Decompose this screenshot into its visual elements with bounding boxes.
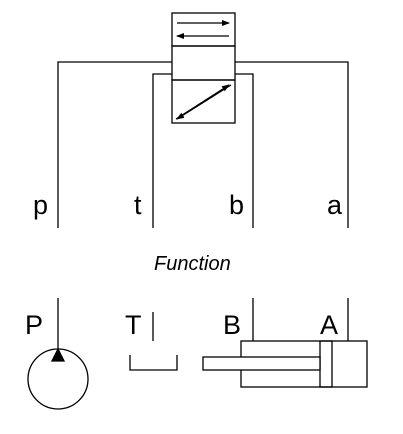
line-t [152, 73, 172, 228]
line-p [57, 61, 172, 228]
line-b [235, 73, 254, 228]
port-label-t: t [134, 190, 142, 220]
line-a [235, 61, 349, 228]
cylinder-port-b-label: B [223, 310, 241, 340]
port-label-a: a [327, 190, 343, 220]
tank-label: T [125, 310, 142, 340]
cylinder-rod [202, 356, 321, 371]
function-label: Function [154, 253, 231, 275]
valve-envelope-center [171, 45, 236, 81]
pump-triangle-icon [50, 347, 66, 362]
port-label-b: b [229, 190, 244, 220]
cylinder [202, 298, 368, 388]
valve-envelope-crossed [171, 79, 236, 124]
pump-label: P [25, 310, 43, 340]
port-label-p: p [33, 190, 48, 220]
directional-valve [171, 12, 236, 124]
cylinder-piston [319, 340, 333, 388]
pump [27, 298, 89, 410]
valve-connection-lines [57, 61, 349, 228]
tank-basin [129, 355, 178, 371]
tank [129, 312, 178, 371]
cylinder-port-a-label: A [320, 310, 338, 340]
flow-arrow-cross-down [176, 84, 232, 120]
valve-envelope-parallel [171, 12, 236, 47]
